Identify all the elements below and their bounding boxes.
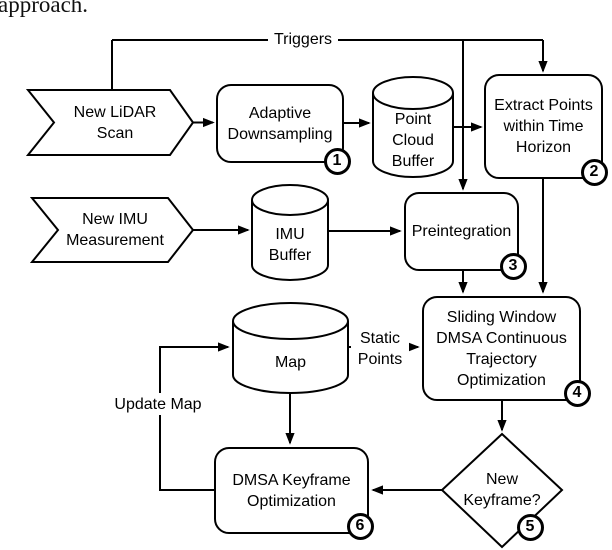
step-badge-1: 1 xyxy=(323,147,351,175)
sliding-window-label: Sliding Window DMSA Continuous Trajector… xyxy=(436,308,567,389)
lidar-scan-shape xyxy=(25,89,195,156)
dmsa-keyframe-label: DMSA Keyframe Optimization xyxy=(232,471,351,510)
step-badge-2: 2 xyxy=(580,158,608,186)
page-context-text: approach. xyxy=(0,0,89,17)
new-keyframe-diamond xyxy=(440,432,564,549)
imu-buffer-label: IMU Buffer xyxy=(268,226,312,264)
map-label: Map xyxy=(274,353,307,371)
extract-points-label: Extract Points within Time Horizon xyxy=(494,97,593,156)
connector-update-map-loop xyxy=(159,342,230,491)
point-cloud-buffer-cylinder xyxy=(372,76,454,178)
static-points-label: Static Points xyxy=(351,328,409,370)
imu-measurement-shape xyxy=(29,197,195,263)
step-badge-4: 4 xyxy=(563,379,591,407)
map-cylinder xyxy=(232,302,349,394)
imu-buffer-cylinder xyxy=(251,184,329,281)
imu-measurement-label: New IMU Measurement xyxy=(66,211,164,249)
step-badge-3: 3 xyxy=(499,252,527,280)
point-cloud-buffer-label: Point Cloud Buffer xyxy=(391,110,435,170)
adaptive-downsampling-label: Adaptive Downsampling xyxy=(227,104,333,143)
new-keyframe-label: New Keyframe? xyxy=(463,471,541,509)
triggers-label: Triggers xyxy=(268,29,338,50)
step-badge-6: 6 xyxy=(346,512,374,540)
preintegration-box xyxy=(404,192,519,271)
step-badge-5: 5 xyxy=(516,513,544,541)
update-map-label: Update Map xyxy=(106,393,210,415)
preintegration-label: Preintegration xyxy=(411,223,512,240)
lidar-scan-label: New LiDAR Scan xyxy=(73,103,157,142)
